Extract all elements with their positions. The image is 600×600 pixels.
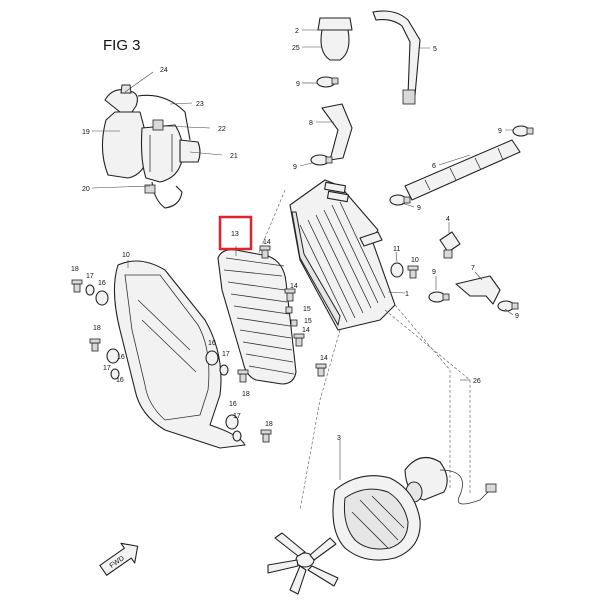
label-4: 4: [446, 216, 450, 223]
label-15-b: 15: [304, 318, 312, 325]
label-14-b: 14: [290, 283, 298, 290]
front-direction-arrow: FWD: [99, 542, 139, 576]
hose-clamp: [310, 154, 333, 166]
screw-15-a: [285, 306, 293, 314]
label-18-d: 18: [265, 421, 273, 428]
label-16-d: 16: [229, 401, 237, 408]
reservoir-bracket: [179, 139, 201, 163]
screw-14-b: [284, 288, 296, 302]
label-6: 6: [432, 163, 436, 170]
label-19-text: 19: [82, 129, 90, 136]
reservoir-cap-top: [120, 84, 132, 94]
label-2: 2: [295, 28, 299, 35]
figure-title: FIG 3: [103, 37, 141, 54]
radiator-hose-long: [404, 139, 521, 201]
bolt-18-c: [237, 369, 249, 383]
label-9-e: 9: [432, 269, 436, 276]
label-9-f: 9: [515, 313, 519, 320]
reservoir-screw: [152, 119, 164, 131]
thermostat-assembly: [317, 10, 421, 105]
fan-motor: [404, 456, 497, 505]
bypass-hose: [372, 10, 421, 96]
label-14-d: 14: [320, 355, 328, 362]
label-13: 13: [231, 231, 239, 238]
bolt-18-b: [89, 338, 101, 352]
label-17-c: 17: [222, 351, 230, 358]
label-16-a: 16: [98, 280, 106, 287]
washer-17-b: [110, 368, 120, 380]
label-18-a: 18: [71, 266, 79, 273]
screw-14-a: [259, 245, 271, 259]
reservoir-cap: [104, 89, 139, 113]
hose-end: [402, 89, 416, 105]
label-18-c: 18: [242, 391, 250, 398]
temperature-sensor: [439, 231, 461, 259]
label-16-b2: 16: [116, 377, 124, 384]
label-17-d: 17: [233, 413, 241, 420]
label-18-b: 18: [93, 325, 101, 332]
bolt-18-d: [260, 429, 272, 443]
label-14-c-text: 14: [302, 327, 310, 334]
label-1: 1: [405, 291, 409, 298]
label-5: 5: [433, 46, 437, 53]
label-9-b: 9: [293, 164, 297, 171]
radiator-grommet: [390, 262, 404, 278]
hose-clamp: [316, 76, 339, 88]
radiator-hose-upper: [321, 103, 353, 161]
label-8: 8: [309, 120, 313, 127]
label-23: 23: [196, 101, 204, 108]
screw-14-d: [315, 363, 327, 377]
label-16-c: 16: [208, 340, 216, 347]
radiator: [289, 179, 396, 331]
thermostat-housing: [320, 29, 350, 61]
reservoir-tank-assembly: [101, 84, 201, 209]
grommet-16-d: [225, 414, 239, 430]
label-7: 7: [471, 265, 475, 272]
hose-clamp: [512, 125, 534, 137]
hose-clamp: [389, 194, 411, 206]
washer-17-c: [219, 364, 229, 376]
grommet-16-a: [95, 290, 109, 306]
hose-clamp: [497, 300, 519, 312]
label-9-c: 9: [498, 128, 502, 135]
label-14-a: 14: [263, 239, 271, 246]
reservoir-tank: [140, 124, 184, 183]
hose-clamp: [428, 291, 450, 303]
screw-14-c: [293, 333, 305, 347]
label-11: 11: [393, 246, 400, 253]
label-15-a: 15: [303, 306, 311, 313]
label-17-a: 17: [86, 273, 94, 280]
highlight-box: [218, 215, 253, 251]
label-21: 21: [230, 153, 238, 160]
grommet-16-b: [106, 348, 120, 364]
label-3: 3: [337, 435, 341, 442]
label-25: 25: [292, 45, 300, 52]
label-26: 26: [473, 378, 481, 385]
thermostat-cap: [317, 17, 353, 31]
grommet-16-c: [205, 350, 219, 366]
label-10: 10: [411, 257, 419, 264]
washer-17-a: [85, 284, 95, 296]
overflow-hose: [137, 94, 191, 141]
washer-17-d: [232, 430, 242, 442]
screw-15-b: [290, 319, 298, 327]
label-22: 22: [218, 126, 226, 133]
fan-shroud-ring: [332, 475, 421, 561]
radiator-grille: [217, 249, 297, 385]
label-17-b: 17: [103, 365, 111, 372]
fan-blade: [267, 532, 339, 595]
radiator-hose-lower: [455, 275, 501, 305]
label-16-b: 16: [117, 354, 125, 361]
label-20: 20: [82, 186, 90, 193]
label-10-shroud: 10: [122, 252, 130, 259]
radiator-bolt: [407, 265, 419, 279]
label-9-d: 9: [417, 205, 421, 212]
hose-clip: [144, 184, 156, 194]
label-9-a: 9: [296, 81, 300, 88]
label-24: 24: [160, 67, 168, 74]
bolt-18-a: [71, 279, 83, 293]
drain-hose: [151, 181, 183, 209]
